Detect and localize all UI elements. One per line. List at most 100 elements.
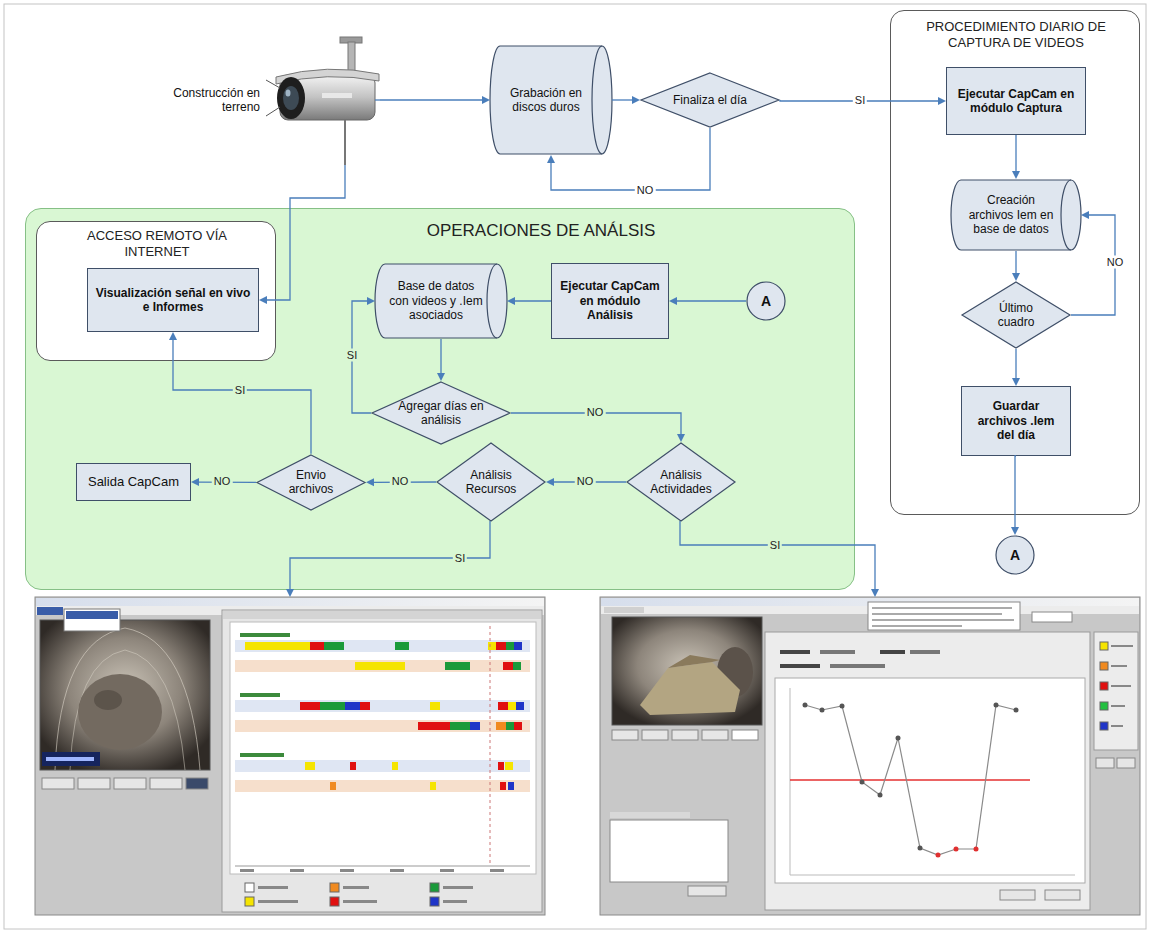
decision-diamond: Envio archivos [256, 454, 366, 511]
activities-screenshot-part [1100, 642, 1108, 650]
resources-screenshot-part [240, 633, 290, 637]
arrow-head [259, 296, 267, 304]
storage-cylinder: Creación archivos Iem en base de datos [951, 179, 1081, 251]
edge-label: SI [233, 384, 247, 397]
activities-screenshot [600, 597, 1140, 915]
activities-screenshot-part [872, 625, 962, 627]
resources-screenshot-part [320, 702, 345, 710]
process-box: Visualización señal en vivo e Informes [87, 268, 259, 332]
activities-screenshot-part [688, 886, 726, 896]
resources-screenshot-part [496, 722, 506, 730]
arrow-head [1081, 211, 1089, 219]
arrow-head [169, 332, 177, 340]
resources-screenshot-part [490, 626, 491, 866]
activities-screenshot-part [790, 779, 1030, 781]
activities-screenshot-part [1111, 645, 1133, 647]
camera-illustration-part [375, 99, 380, 100]
arrow-head [669, 297, 677, 305]
resources-screenshot-part [235, 866, 530, 867]
flow-line [515, 300, 551, 301]
activities-screenshot-part [780, 650, 810, 654]
camera-illustration-part [266, 107, 280, 116]
branch-label: SI [453, 552, 467, 565]
resources-screenshot-part [37, 607, 63, 615]
decision-diamond: Agregar días en análisis [371, 381, 511, 445]
activities-screenshot-part [820, 650, 855, 654]
activities-screenshot-part [1111, 665, 1127, 667]
resources-screenshot-part [300, 702, 320, 710]
arrow-head [938, 97, 946, 105]
node-label: Finaliza el día [667, 93, 753, 107]
arrow-head [367, 297, 375, 305]
resources-screenshot-part [443, 900, 467, 903]
resources-screenshot-part [235, 640, 530, 652]
activities-screenshot-part [910, 650, 940, 654]
process-box: Ejecutar CapCam en módulo Análisis [551, 263, 669, 339]
activities-screenshot-part [803, 703, 808, 708]
node-label: Visualización señal en vivo e Informes [95, 286, 251, 315]
arrow-head [286, 589, 294, 597]
resources-screenshot-part [64, 609, 120, 631]
flow-line [551, 128, 710, 190]
activities-screenshot-part [640, 662, 740, 715]
arrow-head [437, 373, 445, 381]
resources-screenshot-part [360, 702, 370, 710]
activities-screenshot-part [1094, 632, 1138, 750]
circle-outline [996, 536, 1034, 574]
flow-connector [437, 339, 445, 381]
activities-screenshot-part [668, 655, 720, 668]
resources-screenshot-part [498, 702, 508, 710]
resources-screenshot-part [235, 700, 530, 712]
arrow-head [1012, 171, 1020, 179]
cylinder-outline [375, 264, 507, 338]
resources-screenshot-part [498, 762, 504, 770]
resources-screenshot-part [46, 757, 94, 761]
resources-screenshot-part [330, 897, 339, 906]
connector-circle: A [995, 535, 1035, 575]
resources-screenshot-part [445, 662, 470, 670]
resources-screenshot-part [324, 642, 344, 650]
storage-cylinder: Base de datos con videos y .Iem asociado… [375, 263, 507, 339]
activities-screenshot-part [872, 613, 1002, 615]
resources-screenshot-part [343, 900, 377, 903]
activities-screenshot-part [1100, 722, 1108, 730]
arrow-head [191, 478, 199, 486]
flow-connector [1012, 349, 1020, 386]
resources-screenshot-part [503, 662, 513, 670]
resources-screenshot-part [290, 869, 304, 872]
resources-screenshot-part [230, 622, 536, 874]
arrow-head [366, 478, 374, 486]
activities-screenshot-part [896, 736, 901, 741]
node-label: A [746, 293, 786, 310]
resources-screenshot-part [514, 642, 522, 650]
resources-screenshot-part [392, 762, 398, 770]
arrow-head [546, 478, 554, 486]
cylinder-outline [490, 46, 612, 154]
diamond-outline [257, 455, 365, 510]
resources-screenshot-part [340, 869, 354, 872]
cylinder-edge [1061, 180, 1071, 250]
flow-line [612, 99, 632, 100]
flow-line [1015, 251, 1016, 273]
decision-diamond: Análisis Recursos [436, 442, 546, 522]
activities-screenshot-part [974, 847, 979, 852]
cylinder-outline [951, 180, 1081, 250]
resources-screenshot-part [430, 883, 439, 892]
resources-screenshot-part [235, 760, 530, 772]
arrow-head [632, 96, 640, 104]
process-box: Guardar archivos .Iem del día [961, 386, 1071, 456]
resources-screenshot-part [186, 778, 208, 789]
group-heading: ACCESO REMOTO VÍA INTERNET [67, 222, 247, 259]
flow-line [1015, 456, 1016, 527]
activities-screenshot-part [1111, 705, 1125, 707]
resources-screenshot-part [508, 782, 514, 790]
node-label: Análisis Actividades [647, 468, 715, 497]
resources-screenshot-part [114, 778, 146, 789]
diamond-outline [372, 382, 510, 444]
resources-screenshot-part [418, 722, 450, 730]
node-label: Construcción en terreno [165, 86, 260, 115]
activities-screenshot-part [790, 875, 1075, 876]
resources-screenshot-part [488, 642, 496, 650]
